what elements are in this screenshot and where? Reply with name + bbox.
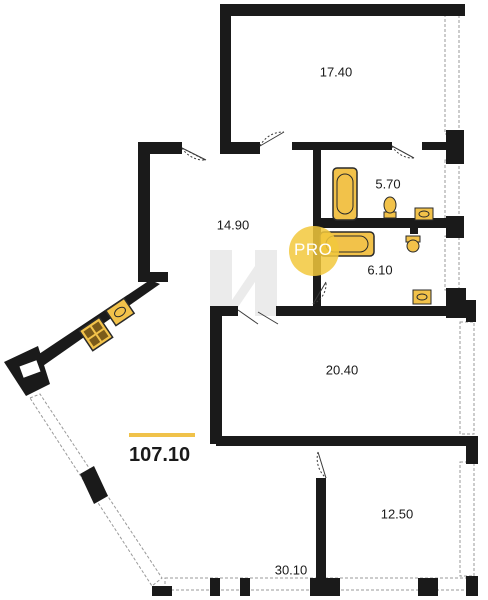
sink-upper (414, 207, 434, 221)
pro-badge (289, 226, 339, 276)
stove-box (16, 357, 44, 381)
area-label-living-kitchen: 30.10 (274, 562, 308, 578)
toilet-upper (383, 196, 397, 219)
sink-lower (412, 289, 432, 305)
walls (4, 4, 478, 596)
windows (29, 13, 475, 591)
total-area: 107.10 (129, 444, 191, 466)
pro-badge-label: PRO (294, 240, 333, 259)
area-label-bath-upper: 5.70 (375, 176, 401, 192)
area-label-bath-lower: 6.10 (367, 262, 393, 278)
area-label-room-top: 17.40 (319, 64, 353, 80)
area-label-bedroom-low: 12.50 (380, 506, 414, 522)
watermark-logo (210, 250, 277, 316)
kitchen-sink (104, 297, 136, 327)
toilet-lower (405, 235, 421, 253)
area-label-hall: 14.90 (216, 217, 250, 233)
door-swings (181, 131, 415, 479)
bathtub-upper (332, 167, 358, 221)
cooktop (78, 316, 114, 352)
area-label-bedroom-mid: 20.40 (325, 362, 359, 378)
total-area-accent-bar (129, 433, 195, 437)
